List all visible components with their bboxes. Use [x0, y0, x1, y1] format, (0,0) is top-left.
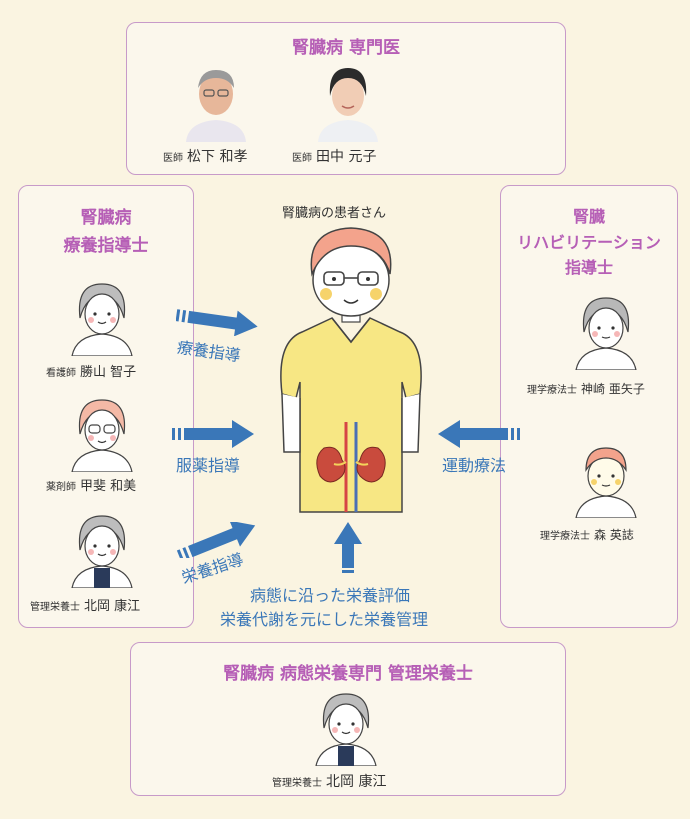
exercise-arrow: [438, 420, 522, 448]
exercise-label: 運動療法: [442, 456, 507, 475]
right-panel-title-line1: 腎臓: [572, 207, 605, 226]
nurse-name: 看護師勝山 智子: [46, 365, 137, 380]
bottom-panel-title: 腎臓病 病態栄養専門 管理栄養士: [223, 664, 473, 684]
pharmacist-name: 薬剤師甲斐 和美: [46, 479, 137, 494]
dietitian-illustration: [62, 510, 142, 588]
physical-therapist-2-name: 理学療法士森 英誌: [540, 528, 634, 542]
doctor-matsushita-photo: [178, 62, 254, 142]
right-panel: [500, 185, 678, 628]
nutrition-management-label: 栄養代謝を元にした栄養管理: [220, 610, 429, 629]
doctor-matsushita-name: 医師松下 和孝: [163, 149, 248, 165]
bottom-dietitian-illustration: [306, 690, 386, 766]
medication-arrow: [172, 420, 256, 448]
physical-therapist-1-name: 理学療法士神崎 亜矢子: [527, 382, 645, 396]
doctor-tanaka-photo: [310, 62, 386, 142]
right-panel-title-line2: リハビリテーション: [517, 233, 661, 252]
patient-illustration: [272, 222, 430, 516]
nurse-illustration: [62, 278, 142, 356]
right-panel-title-line3: 指導士: [564, 258, 613, 277]
bottom-dietitian-name: 管理栄養士北岡 康江: [272, 774, 387, 790]
left-panel-title-line1: 腎臓病: [80, 208, 132, 228]
physical-therapist-2-illustration: [566, 440, 646, 518]
nutrition-arrow: [176, 522, 262, 558]
dietitian-name: 管理栄養士北岡 康江: [30, 599, 141, 614]
therapy-arrow: [176, 306, 260, 336]
nutrition-management-arrow: [334, 522, 362, 578]
pharmacist-illustration: [62, 394, 142, 472]
patient-label: 腎臓病の患者さん: [282, 206, 387, 221]
left-panel-title-line2: 療養指導士: [63, 236, 149, 256]
medication-label: 服薬指導: [176, 456, 241, 475]
top-panel-title: 腎臓病 専門医: [292, 38, 400, 58]
physical-therapist-1-illustration: [566, 292, 646, 370]
doctor-tanaka-name: 医師田中 元子: [292, 149, 377, 165]
nutrition-evaluation-label: 病態に沿った栄養評価: [250, 586, 411, 605]
